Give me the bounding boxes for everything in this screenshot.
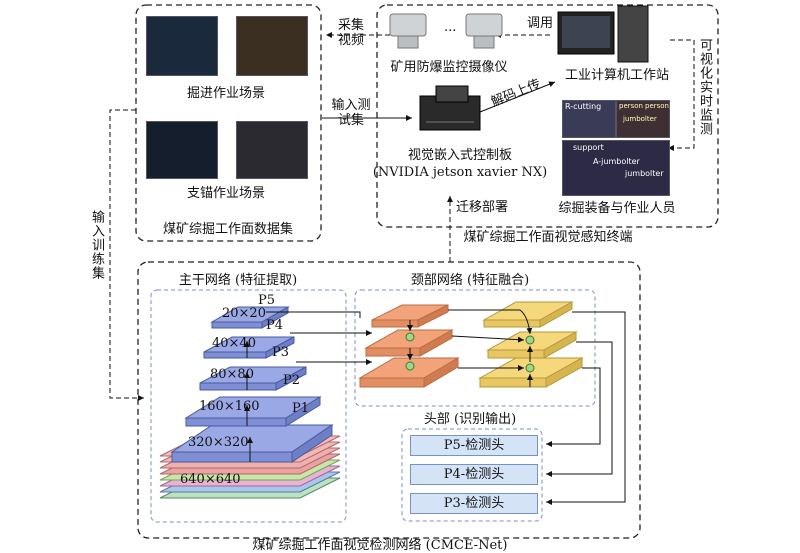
- head-p3: P3-检测头: [410, 493, 538, 514]
- layer-size-640: 640×640: [180, 472, 241, 487]
- backbone-title: 主干网络 (特征提取): [178, 273, 298, 288]
- neck-title: 颈部网络 (特征融合): [410, 273, 530, 288]
- detect-panel-3: support A-jumbolter jumbolter: [562, 140, 670, 196]
- terminal-caption: 煤矿综掘工作面视觉感知终端: [463, 230, 633, 245]
- stage-p2: P2: [283, 373, 301, 388]
- controller-board-icon: [419, 85, 481, 131]
- transfer-deploy-label: 迁移部署: [456, 200, 509, 215]
- neck-orange-stack: [358, 304, 460, 388]
- collect-video-label: 采集视频: [337, 18, 364, 48]
- train-arrow: [109, 109, 144, 401]
- detect-panel-2: person person jumbolter: [616, 100, 670, 138]
- result-label: 综掘装备与作业人员: [558, 201, 676, 216]
- layer-size-80: 80×80: [210, 367, 254, 382]
- layer-size-20: 20×20: [222, 306, 266, 321]
- layer-size-320: 320×320: [188, 435, 249, 450]
- detect-tag: person: [645, 102, 669, 110]
- stage-p5: P5: [258, 293, 276, 308]
- detect-panel-1: R-cutting: [562, 100, 616, 138]
- support-photo-2: [236, 121, 308, 179]
- board-model: (NVIDIA jetson xavier NX): [372, 165, 548, 180]
- detect-tag: person: [619, 102, 643, 110]
- head-title: 头部 (识别输出): [423, 412, 517, 427]
- dataset-caption: 煤矿综掘工作面数据集: [162, 222, 294, 237]
- detect-tag: A-jumbolter: [593, 157, 640, 166]
- support-scene-label: 支锚作业场景: [186, 186, 266, 201]
- detect-tag: jumbolter: [623, 115, 657, 123]
- backbone-box: [150, 289, 347, 523]
- camera-icon: [389, 13, 503, 49]
- monitor-arrow: [668, 39, 695, 151]
- head-p4: P4-检测头: [410, 464, 538, 485]
- layer-size-40: 40×40: [212, 336, 256, 351]
- detect-tag: R-cutting: [565, 102, 602, 111]
- head-p5: P5-检测头: [410, 435, 538, 456]
- stage-p3: P3: [272, 345, 290, 360]
- support-photo-1: [146, 121, 218, 179]
- detect-tag: support: [573, 143, 604, 152]
- neck-yellow-stack: [478, 301, 584, 388]
- workstation-label: 工业计算机工作站: [564, 68, 670, 83]
- dataset-box: [135, 4, 322, 242]
- excavation-photo-1: [146, 16, 218, 76]
- head-box: [401, 428, 543, 522]
- workstation-icon: [557, 5, 649, 63]
- call-label: 调用: [527, 16, 554, 31]
- detect-tag: jumbolter: [625, 169, 664, 178]
- input-test-label: 输入测试集: [331, 98, 371, 128]
- decode-arrow: [479, 81, 556, 113]
- board-label: 视觉嵌入式控制板: [407, 148, 513, 163]
- monitor-label: 可视化实时监测: [697, 38, 712, 136]
- neck-box: [354, 289, 596, 407]
- excavation-photo-2: [236, 16, 308, 76]
- stage-p1: P1: [292, 401, 310, 416]
- camera-ellipsis: ...: [444, 20, 457, 35]
- stage-p4: P4: [266, 318, 284, 333]
- terminal-box: [376, 4, 719, 228]
- excavation-scene-label: 掘进作业场景: [186, 86, 266, 101]
- camera-label: 矿用防爆监控摄像仪: [390, 60, 508, 75]
- backbone-stack: [159, 306, 341, 499]
- network-caption: 煤矿综掘工作面视觉检测网络 (CMCE-Net): [252, 538, 508, 553]
- input-train-label: 输入训练集: [89, 210, 104, 280]
- layer-size-160: 160×160: [199, 399, 260, 414]
